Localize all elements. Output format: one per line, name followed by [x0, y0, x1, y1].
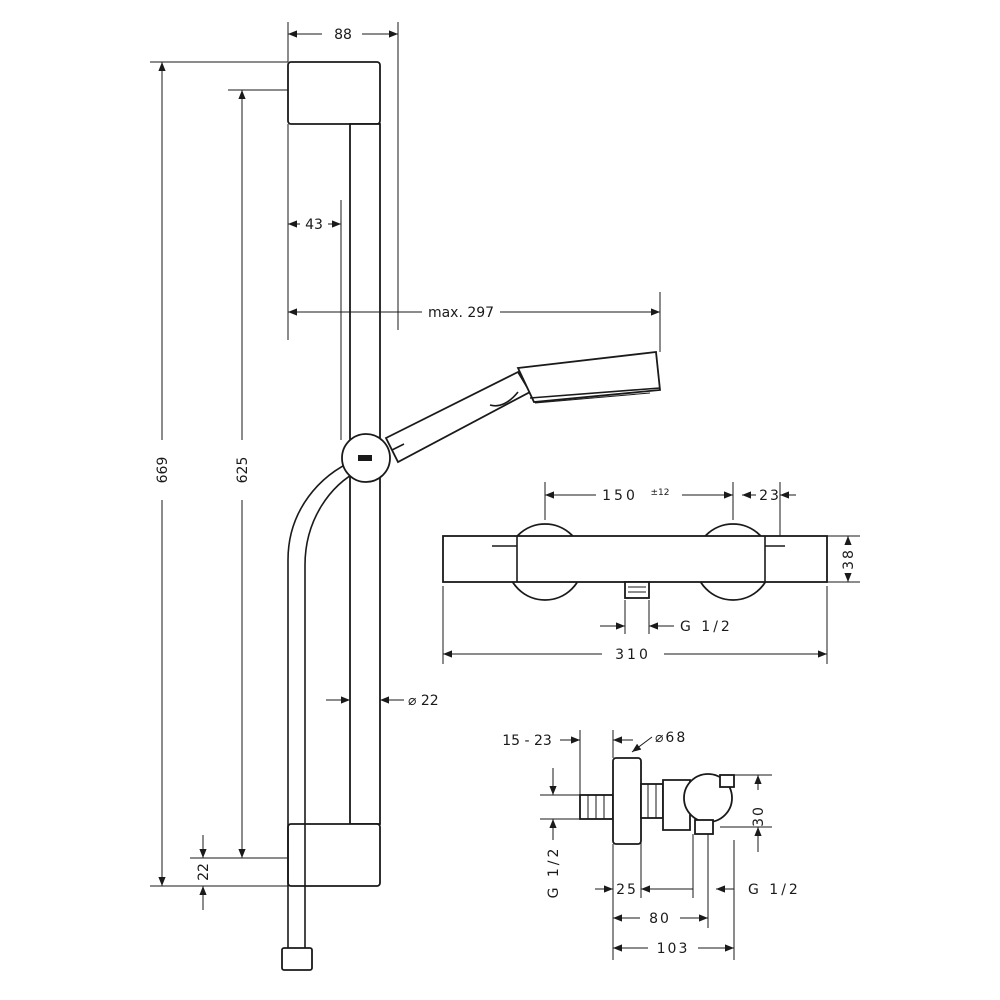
slider-button — [358, 455, 372, 461]
outlet-fitting — [624, 581, 650, 599]
hose-end-nut — [281, 947, 313, 971]
thermostat-side-view: 15 - 23 ⌀68 G 1/2 30 25 G 1/2 80 — [502, 730, 801, 960]
rail-diameter-label: ⌀ 22 — [408, 693, 439, 709]
side-escutcheon — [612, 757, 642, 845]
rail-width-label: 88 — [334, 27, 352, 43]
thermostat-body — [442, 535, 828, 583]
center-tolerance-label: ±12 — [651, 488, 670, 498]
shower-rail-drawing: 88 669 625 22 43 max. 297 ⌀ 22 — [150, 22, 661, 971]
height-30-label: 30 — [751, 805, 767, 827]
total-length-label: 310 — [615, 647, 651, 663]
escutcheon-diameter-label: ⌀68 — [655, 730, 687, 746]
bottom-wall-bracket — [287, 823, 381, 887]
hand-shower — [384, 351, 661, 464]
end-offset-label: 23 — [759, 488, 781, 504]
total-height-label: 669 — [155, 457, 171, 484]
bottom-offset-label: 22 — [196, 863, 212, 881]
shower-hose — [287, 459, 356, 948]
projection-range-label: 15 - 23 — [502, 733, 552, 749]
outlet-thread-label: G 1/2 — [680, 619, 733, 635]
top-wall-bracket — [287, 61, 381, 125]
wall-to-rail-label: 43 — [305, 217, 323, 233]
hole-spacing-label: 625 — [235, 457, 251, 484]
side-body — [662, 779, 691, 831]
thermostat-front-view: 150 ±12 23 38 G 1/2 310 — [442, 482, 860, 664]
center-distance-label: 150 — [602, 488, 638, 504]
inlet-thread-label: G 1/2 — [546, 846, 562, 899]
depth-80-label: 80 — [649, 911, 671, 927]
side-outlet — [694, 819, 714, 835]
offset-25-label: 25 — [616, 882, 638, 898]
height-label: 38 — [841, 548, 857, 570]
eccentric-nut — [640, 783, 664, 819]
depth-103-label: 103 — [657, 941, 690, 957]
handle-cap — [719, 774, 735, 788]
max-reach-label: max. 297 — [428, 305, 494, 321]
side-outlet-thread-label: G 1/2 — [748, 882, 801, 898]
